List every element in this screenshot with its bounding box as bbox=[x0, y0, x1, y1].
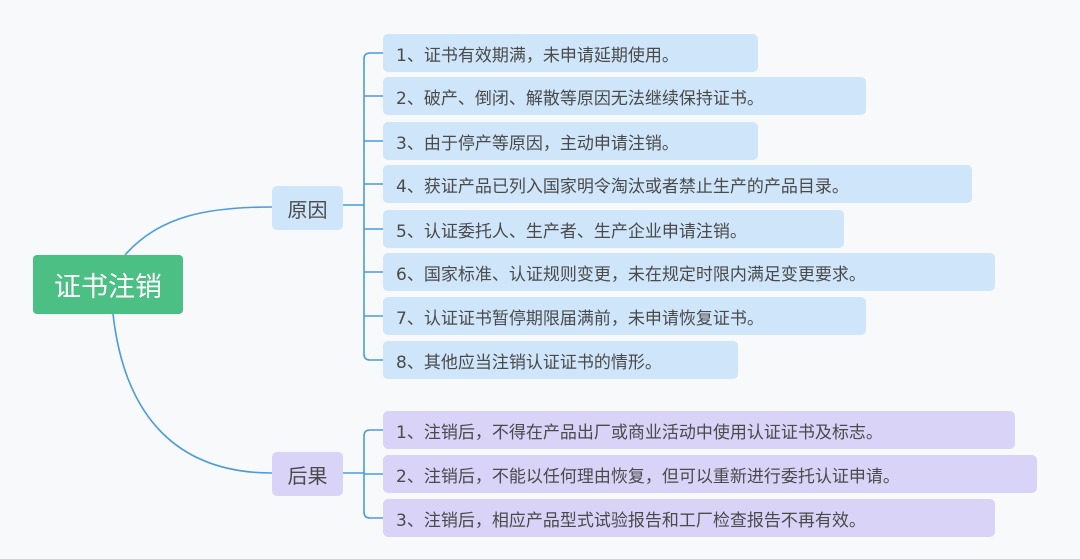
reason-item[interactable]: 5、认证委托人、生产者、生产企业申请注销。 bbox=[383, 210, 844, 248]
reason-item[interactable]: 6、国家标准、认证规则变更，未在规定时限内满足变更要求。 bbox=[383, 253, 995, 291]
reason-item[interactable]: 4、获证产品已列入国家明令淘汰或者禁止生产的产品目录。 bbox=[383, 165, 972, 203]
consequence-item[interactable]: 1、注销后，不得在产品出厂或商业活动中使用认证证书及标志。 bbox=[383, 411, 1015, 449]
reason-item[interactable]: 1、证书有效期满，未申请延期使用。 bbox=[383, 34, 758, 72]
connector-root-consequences bbox=[112, 313, 273, 474]
reason-item[interactable]: 7、认证证书暂停期限届满前，未申请恢复证书。 bbox=[383, 297, 866, 335]
reasons-trunk bbox=[363, 52, 383, 361]
reason-item[interactable]: 2、破产、倒闭、解散等原因无法继续保持证书。 bbox=[383, 77, 866, 115]
branch-consequences[interactable]: 后果 bbox=[272, 452, 343, 496]
consequence-item[interactable]: 2、注销后，不能以任何理由恢复，但可以重新进行委托认证申请。 bbox=[383, 455, 1037, 493]
reason-item[interactable]: 8、其他应当注销认证证书的情形。 bbox=[383, 341, 738, 379]
root-node[interactable]: 证书注销 bbox=[33, 255, 183, 314]
connector-root-reasons bbox=[124, 206, 273, 256]
consequence-item[interactable]: 3、注销后，相应产品型式试验报告和工厂检查报告不再有效。 bbox=[383, 499, 995, 537]
reason-item[interactable]: 3、由于停产等原因，主动申请注销。 bbox=[383, 122, 758, 160]
branch-reasons[interactable]: 原因 bbox=[272, 186, 343, 230]
